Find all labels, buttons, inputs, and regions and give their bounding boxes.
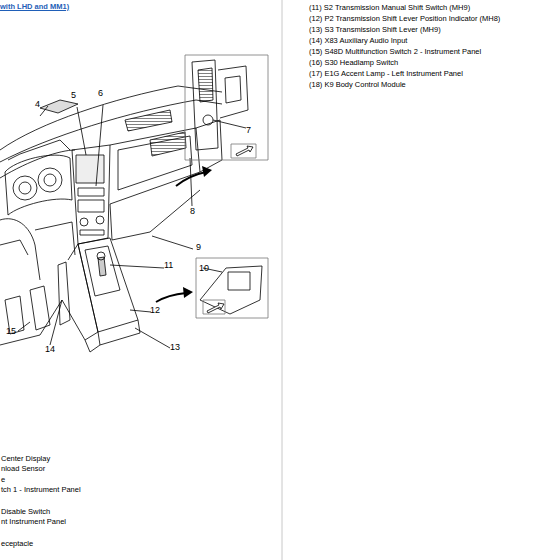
legend-item: (11) S2 Transmission Manual Shift Switch… <box>309 4 470 12</box>
callout-number: 15 <box>6 327 16 336</box>
legend-item: (17) E1G Accent Lamp - Left Instrument P… <box>309 70 463 78</box>
legend-item: nt Instrument Panel <box>1 518 66 526</box>
legend-item: (13) S3 Transmission Shift Lever (MH9) <box>309 26 441 34</box>
callout-number: 6 <box>98 89 103 98</box>
legend-item: (18) K9 Body Control Module <box>309 81 406 89</box>
callout-number: 7 <box>246 126 251 135</box>
legend-item: e <box>1 476 5 484</box>
legend-item: tch 1 - Instrument Panel <box>1 486 81 494</box>
callout-number: 11 <box>164 261 173 270</box>
legend-item: (16) S30 Headlamp Switch <box>309 59 398 67</box>
legend-item: nload Sensor <box>1 465 45 473</box>
section-heading: with LHD and MM1) <box>0 3 69 11</box>
legend-item: (12) P2 Transmission Shift Lever Positio… <box>309 15 500 23</box>
callout-number: 8 <box>190 207 195 216</box>
legend-item: (15) S48D Multifunction Switch 2 - Instr… <box>309 48 481 56</box>
legend-item: Disable Switch <box>1 508 50 516</box>
callout-number: 10 <box>199 264 209 273</box>
callout-number: 14 <box>45 345 55 354</box>
callout-number: 9 <box>196 243 201 252</box>
callout-number: 4 <box>35 100 40 109</box>
callout-number: 5 <box>71 91 76 100</box>
legend-item: eceptacle <box>1 540 33 548</box>
callout-number: 13 <box>170 343 180 352</box>
legend-item: (14) X83 Auxiliary Audio Input <box>309 37 407 45</box>
callout-number: 12 <box>150 306 160 315</box>
legend-item: Center Display <box>1 455 50 463</box>
